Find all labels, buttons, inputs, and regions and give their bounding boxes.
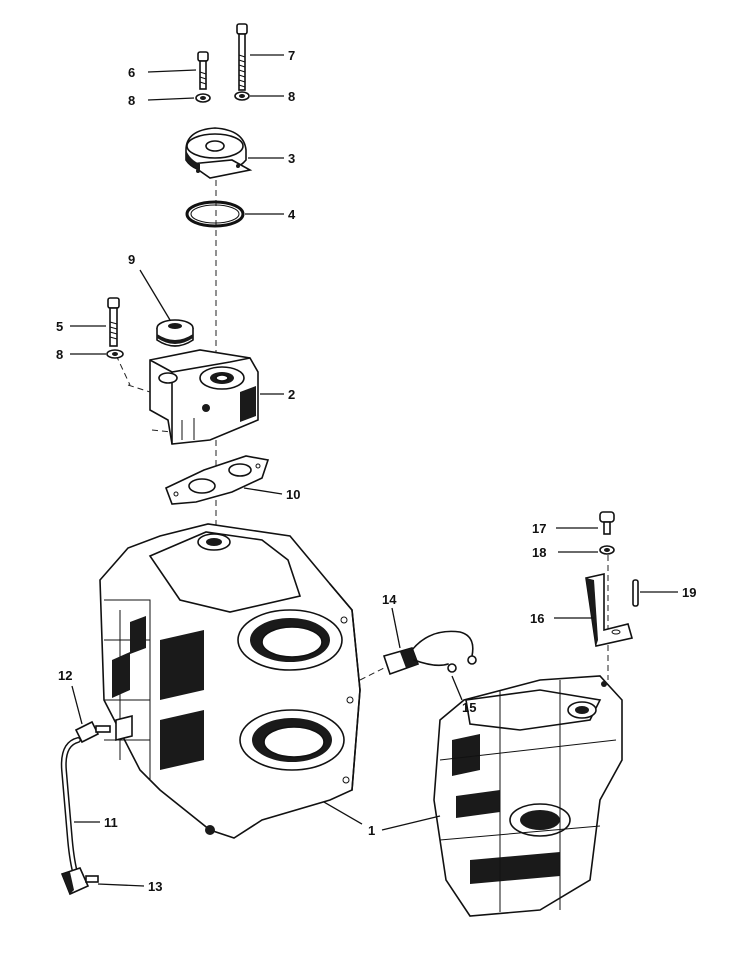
callout-13: 13 <box>148 879 162 894</box>
part-8-washer-left <box>195 93 211 103</box>
callout-1: 1 <box>368 823 375 838</box>
assembly-line-bolt5 <box>115 354 131 386</box>
part-18-washer <box>599 545 615 555</box>
part-3-cover-cap <box>185 127 253 179</box>
callout-14: 14 <box>382 592 397 607</box>
part-5-bolt <box>107 297 120 347</box>
leader-lines <box>70 54 678 887</box>
callout-8: 8 <box>288 89 295 104</box>
callout-3: 3 <box>288 151 295 166</box>
callout-5: 5 <box>56 319 63 334</box>
callout-8: 8 <box>128 93 135 108</box>
callout-12: 12 <box>58 668 72 683</box>
part-14-sensor <box>382 630 477 676</box>
callout-17: 17 <box>532 521 546 536</box>
part-10-gasket <box>164 455 270 505</box>
callout-11: 11 <box>104 815 118 830</box>
part-19-pin <box>632 579 639 607</box>
callout-9: 9 <box>128 252 135 267</box>
callout-15: 15 <box>462 700 476 715</box>
part-13-elbow-fitting <box>60 867 99 896</box>
part-11-hose <box>60 737 81 879</box>
callout-10: 10 <box>286 487 300 502</box>
part-9-grommet <box>156 319 194 347</box>
callout-8: 8 <box>56 347 63 362</box>
callout-18: 18 <box>532 545 546 560</box>
part-17-screw <box>599 511 615 535</box>
part-2-housing <box>127 349 259 445</box>
sensor-assembly-line <box>359 667 385 681</box>
part-15-screw <box>447 663 457 673</box>
part-12-fitting <box>74 720 111 744</box>
part-6-short-bolt <box>197 51 209 90</box>
callout-4: 4 <box>288 207 296 222</box>
part-8-washer-lower <box>106 349 124 359</box>
part-7-long-bolt <box>236 23 248 91</box>
callout-labels: 7 6 8 8 3 4 9 5 8 2 10 1 12 11 13 14 15 … <box>56 48 696 894</box>
part-4-o-ring <box>185 200 245 228</box>
part-16-bracket <box>585 573 634 647</box>
callout-2: 2 <box>288 387 295 402</box>
callout-19: 19 <box>682 585 696 600</box>
part-8-washer-right <box>234 91 250 101</box>
right-housing <box>433 675 623 917</box>
callout-7: 7 <box>288 48 295 63</box>
callout-6: 6 <box>128 65 135 80</box>
callout-16: 16 <box>530 611 544 626</box>
part-1-cylinder-block <box>99 523 361 839</box>
